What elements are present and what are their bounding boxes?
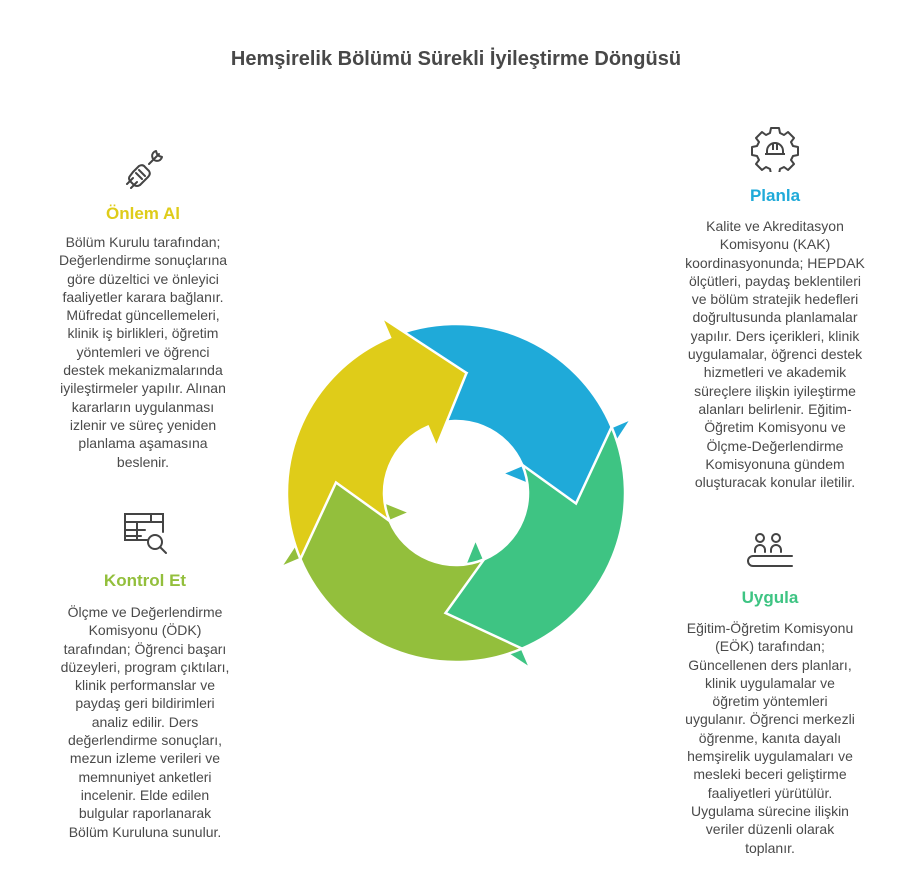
- stage-uygula: Uygula Eğitim-Öğretim Komisyonu (EÖK) ta…: [650, 530, 890, 857]
- cycle-arrow-kontrol: [276, 480, 526, 664]
- stage-kontrol: Kontrol Et Ölçme ve Değerlendirme Komisy…: [25, 510, 265, 841]
- cycle-arrow-uygula: [443, 423, 627, 673]
- cycle-arrow-planla: [386, 322, 636, 506]
- stage-planla: Planla Kalite ve Akreditasyon Komisyonu …: [655, 124, 895, 491]
- stage-title-planla: Planla: [749, 186, 801, 205]
- stage-title-onlem: Önlem Al: [106, 204, 180, 223]
- gear-hardhat-icon: [751, 127, 799, 172]
- stage-title-uygula: Uygula: [741, 588, 799, 607]
- stage-text-onlem: Bölüm Kurulu tarafından; Değerlendirme s…: [58, 234, 228, 470]
- cycle-arrow-onlem: [285, 313, 469, 563]
- hand-wrench-icon: [126, 150, 163, 189]
- stage-onlem: Önlem Al Bölüm Kurulu tarafından; Değerl…: [23, 146, 263, 471]
- diagram-title: Hemşirelik Bölümü Sürekli İyileştirme Dö…: [230, 48, 682, 70]
- stage-text-planla: Kalite ve Akreditasyon Komisyonu (KAK) k…: [685, 218, 865, 491]
- stage-text-uygula: Eğitim-Öğretim Komisyonu (EÖK) tarafında…: [685, 620, 855, 856]
- table-search-icon: [124, 513, 167, 554]
- stage-text-kontrol: Ölçme ve Değerlendirme Komisyonu (ÖDK) t…: [60, 604, 230, 840]
- people-table-icon: [747, 533, 793, 567]
- stage-title-kontrol: Kontrol Et: [103, 571, 187, 590]
